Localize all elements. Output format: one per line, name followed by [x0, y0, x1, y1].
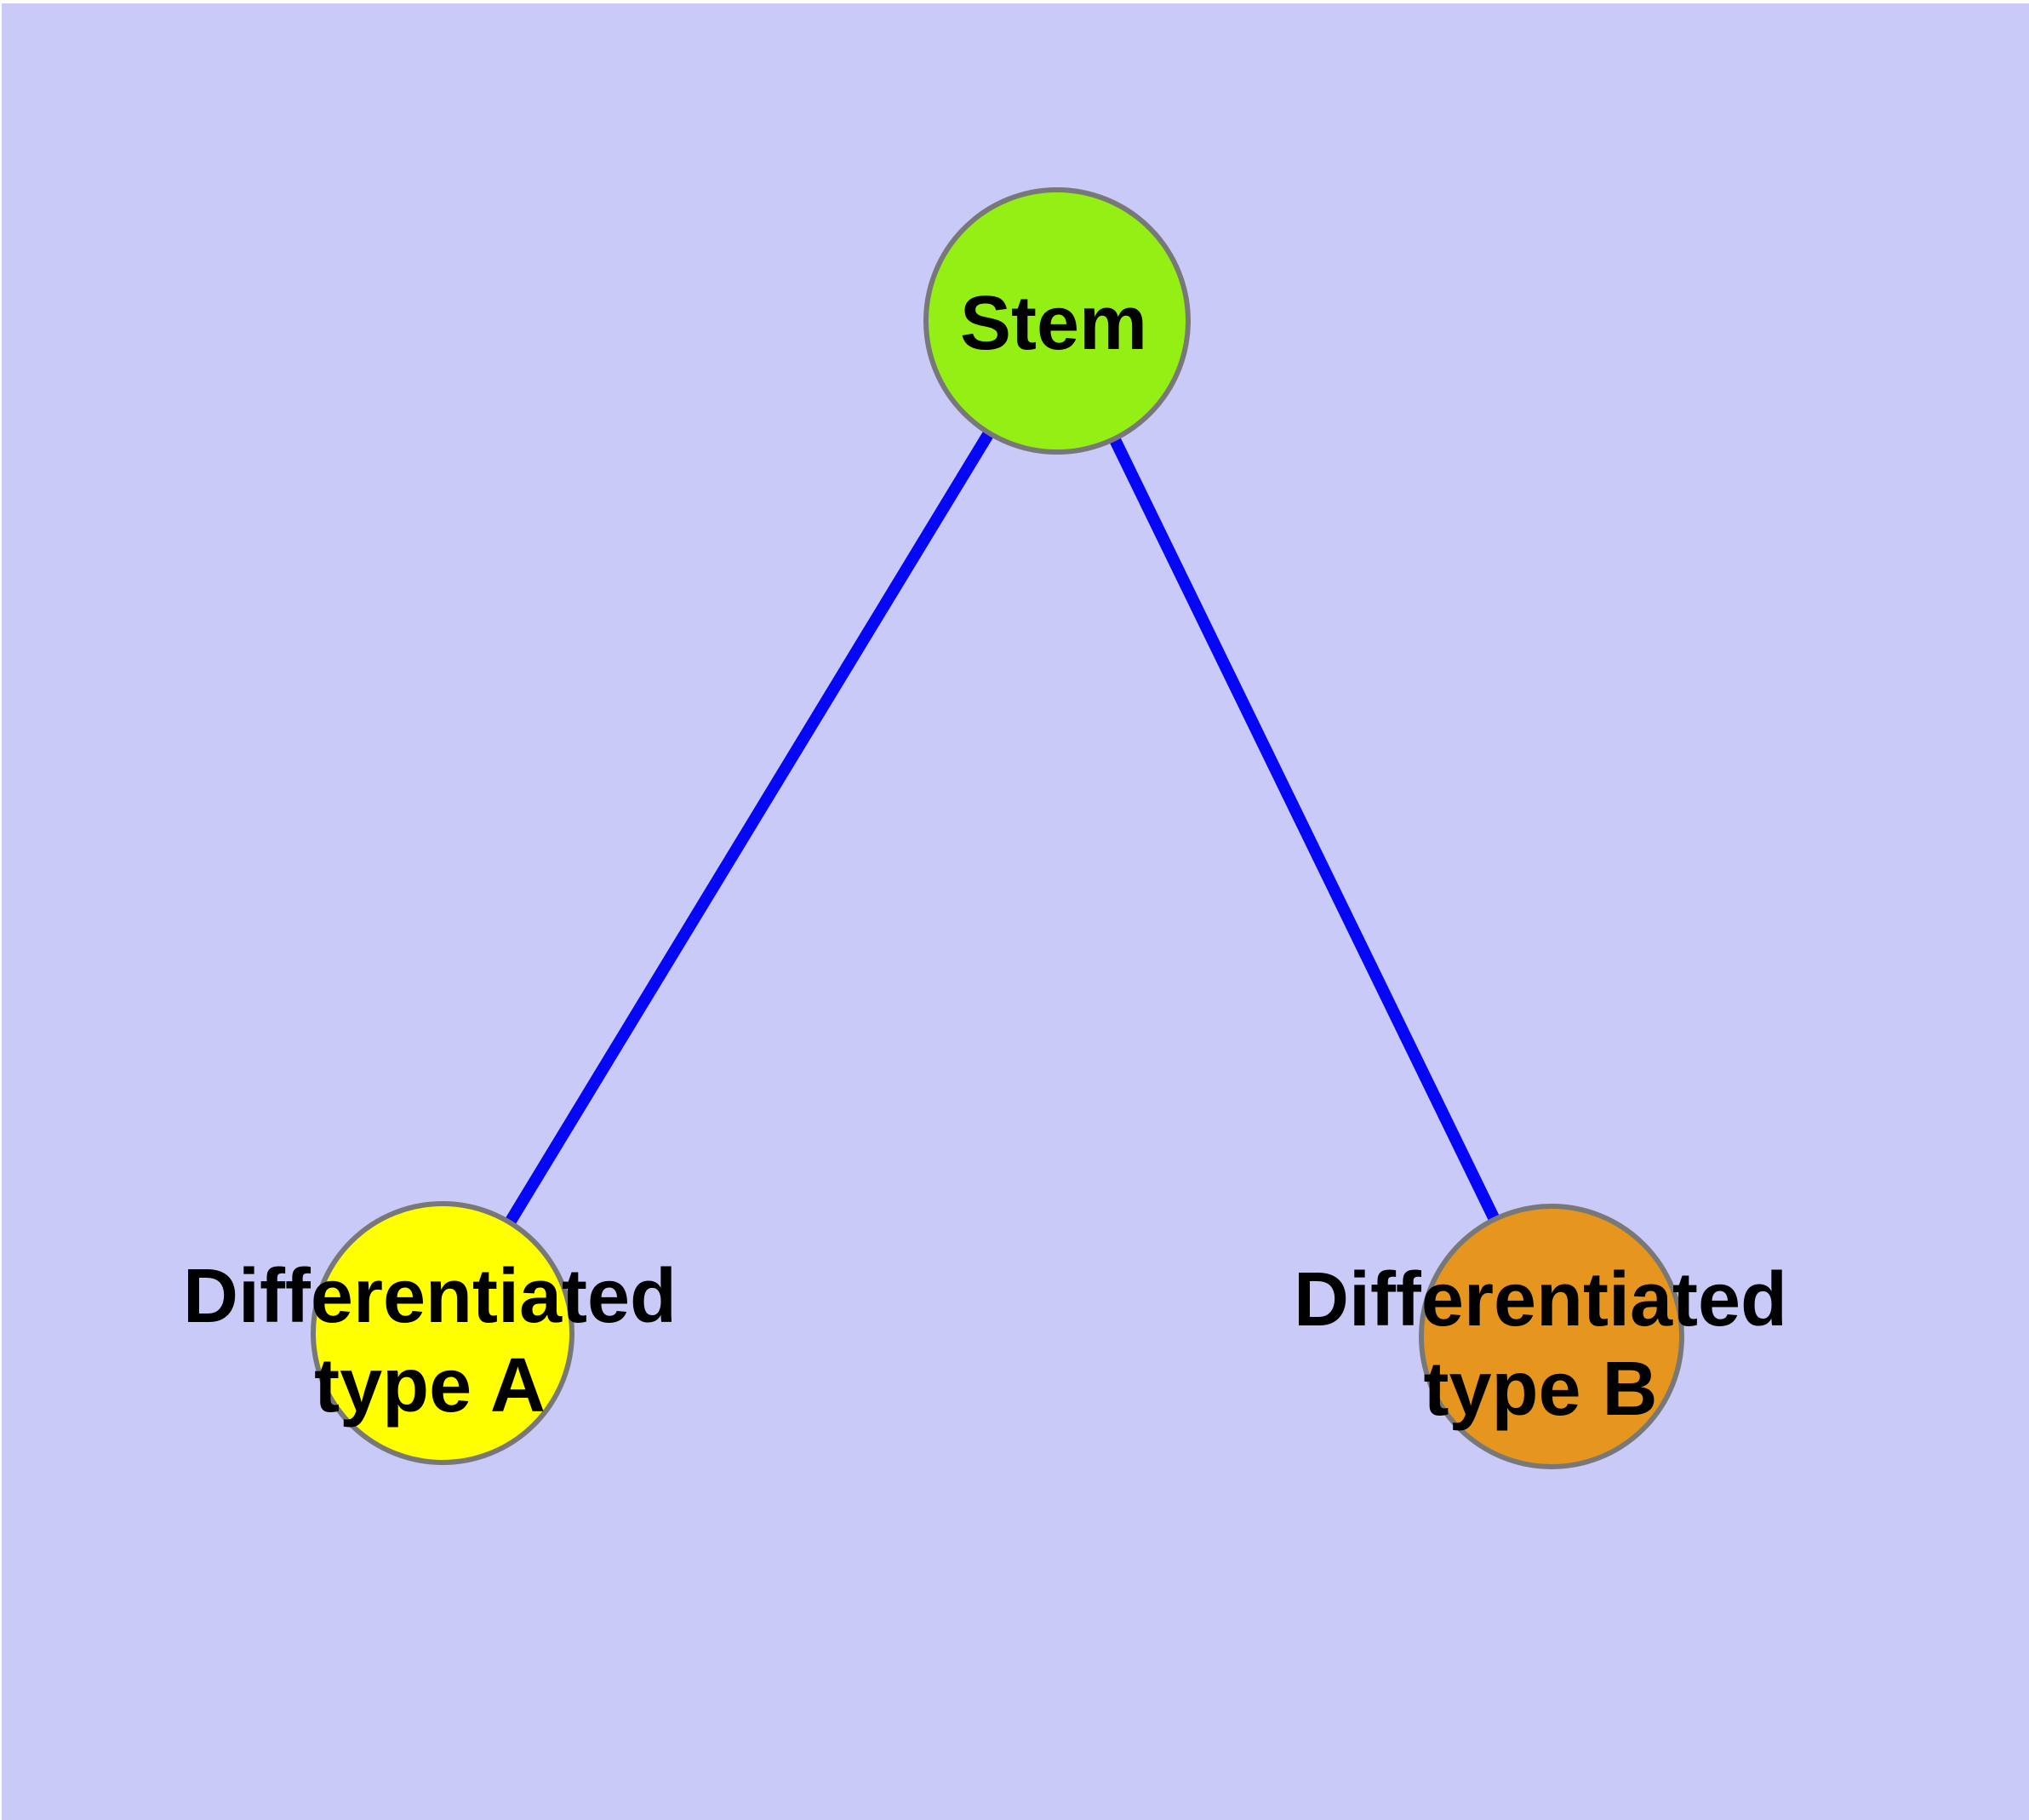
- node-stem-label: Stem: [960, 281, 1147, 366]
- node-type-b-label-line2: type B: [1423, 1347, 1657, 1432]
- node-type-a-label-line1: Differentiated: [183, 1254, 677, 1339]
- node-type-b-circle: [1419, 1204, 1684, 1469]
- node-type-a-label-line2: type A: [314, 1343, 546, 1428]
- edge-stem-to-type-b: [1051, 318, 1557, 1340]
- node-stem-circle: [923, 187, 1191, 455]
- node-type-b-label-line1: Differentiated: [1294, 1257, 1787, 1342]
- edge-stem-to-type-a: [437, 318, 1062, 1336]
- node-type-a-circle: [311, 1201, 574, 1465]
